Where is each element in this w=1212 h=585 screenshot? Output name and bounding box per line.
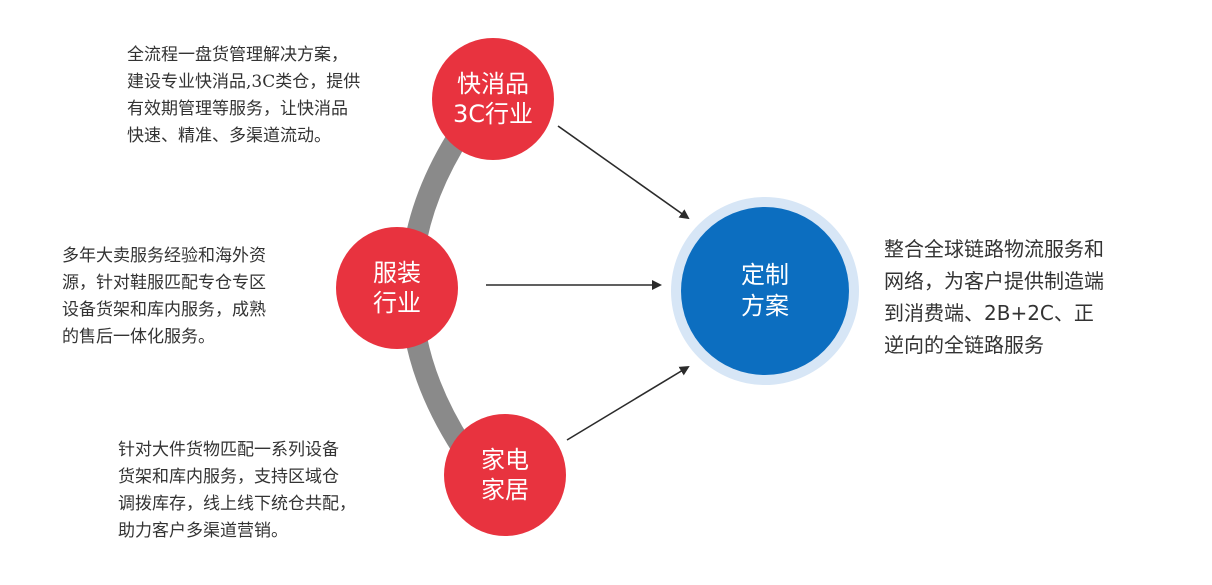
fmcg-3c-node: 快消品 3C行业 <box>432 38 554 160</box>
apparel-description: 多年大卖服务经验和海外资 源，针对鞋服匹配专仓专区 设备货架和库内服务，成熟 的… <box>62 246 266 347</box>
center-node-label-line1: 定制 <box>741 261 789 289</box>
home-node-label-line2: 家居 <box>481 476 529 504</box>
center-node-label-line2: 方案 <box>741 292 789 320</box>
fmcg-description: 全流程一盘货管理解决方案， 建设专业快消品,3C类仓，提供 有效期管理等服务，让… <box>127 45 361 146</box>
fmcg-node-label-line1: 快消品 <box>457 70 529 98</box>
custom-solution-description: 整合全球链路物流服务和 网络，为客户提供制造端 到消费端、2B+2C、正 逆向的… <box>884 237 1104 357</box>
custom-solution-node: 定制 方案 <box>681 207 849 375</box>
home-node-label-line1: 家电 <box>481 446 529 474</box>
apparel-node: 服装 行业 <box>336 227 458 349</box>
arrow-home-to-center <box>566 365 690 441</box>
home-appliance-node: 家电 家居 <box>444 414 566 536</box>
apparel-node-label-line2: 行业 <box>373 289 421 317</box>
apparel-node-label-line1: 服装 <box>373 259 421 287</box>
home-appliance-description: 针对大件货物匹配一系列设备 货架和库内服务，支持区域仓 调拨库存，线上线下统仓共… <box>118 440 356 541</box>
fmcg-node-label-line2: 3C行业 <box>452 100 534 128</box>
arrow-fmcg-to-center <box>557 125 690 220</box>
